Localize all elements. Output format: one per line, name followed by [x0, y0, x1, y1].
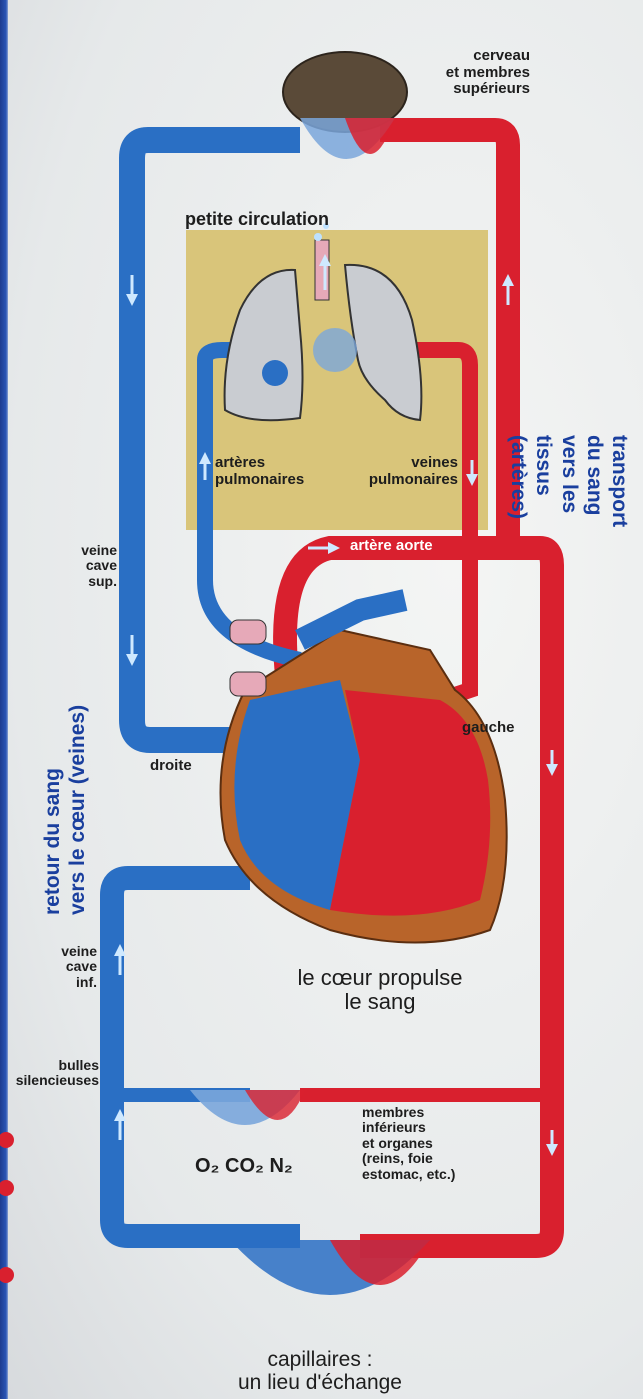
small-circulation-label: petite circulation — [185, 210, 329, 230]
red-marker — [0, 1267, 14, 1283]
vein-loop-lower — [112, 878, 300, 1236]
gases-label: O₂ CO₂ N₂ — [195, 1155, 293, 1177]
red-marker — [0, 1180, 14, 1196]
lung-capillaries — [313, 328, 357, 372]
transport-arteries-label: transport du sang vers les tissus (artèr… — [506, 435, 632, 527]
aorta-label: artère aorte — [350, 538, 433, 555]
left-side-label: gauche — [462, 720, 515, 737]
brain-label: cerveau et membres supérieurs — [420, 48, 530, 98]
pulmonary-veins-label: veines pulmonaires — [355, 455, 458, 488]
return-veins-label: retour du sang vers le cœur (veines) — [40, 705, 90, 915]
capillaries-label: capillaires : un lieu d'échange — [180, 1348, 460, 1394]
pulmonary-arteries-label: artères pulmonaires — [215, 455, 304, 488]
lower-limbs-label: membres inférieurs et organes (reins, fo… — [362, 1105, 455, 1182]
heart-pumps-label: le cœur propulse le sang — [265, 966, 495, 1014]
pink-vessel-2 — [230, 672, 266, 696]
superior-vena-cava-label: veine cave sup. — [62, 543, 117, 589]
red-marker — [0, 1132, 14, 1148]
silent-bubbles-label: bulles silencieuses — [4, 1058, 99, 1089]
bubble — [314, 233, 322, 241]
right-side-label: droite — [150, 758, 192, 775]
alveoli — [262, 360, 288, 386]
inferior-vena-cava-label: veine cave inf. — [42, 944, 97, 990]
pink-vessel-1 — [230, 620, 266, 644]
trachea — [315, 240, 329, 300]
